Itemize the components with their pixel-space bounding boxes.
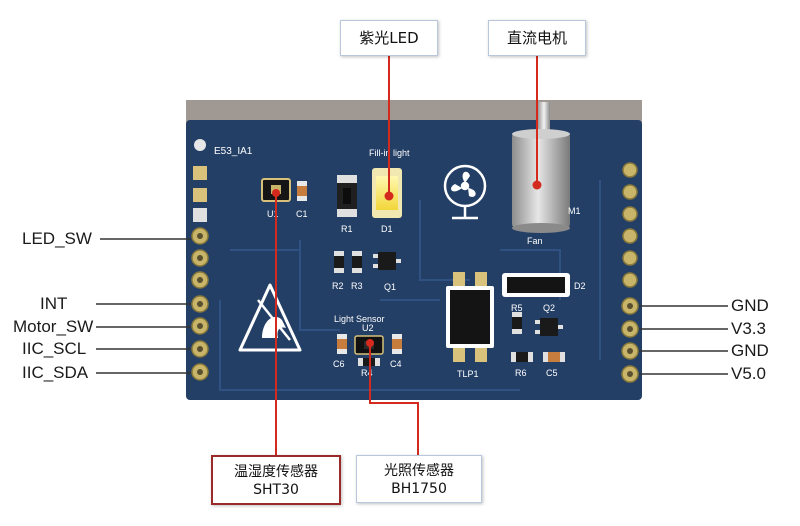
pin-label-int: INT bbox=[40, 294, 68, 313]
d2-diode bbox=[502, 273, 570, 297]
esd-warning-icon bbox=[238, 283, 302, 352]
pin-label-v5-0: V5.0 bbox=[731, 364, 766, 383]
pin-label-iic-scl: IIC_SCL bbox=[22, 339, 87, 358]
callout-light-sensor-model: BH1750 bbox=[391, 481, 447, 497]
callout-uv-led-text: 紫光LED bbox=[359, 29, 419, 47]
pin-label-led-sw: LED_SW bbox=[22, 229, 92, 248]
callout-dc-motor: 直流电机 bbox=[488, 20, 586, 56]
ref-r5: R5 bbox=[511, 303, 523, 313]
pcb-board bbox=[186, 120, 642, 400]
fan-label: Fan bbox=[527, 236, 543, 246]
r5-q2-group bbox=[512, 312, 563, 336]
ref-q2: Q2 bbox=[543, 303, 555, 313]
callout-light-sensor: 光照传感器 BH1750 bbox=[356, 455, 482, 503]
callout-leader-lines bbox=[275, 56, 538, 455]
pin-label-gnd-1: GND bbox=[731, 296, 769, 315]
ref-c4: C4 bbox=[390, 359, 402, 369]
ref-r2: R2 bbox=[332, 281, 344, 291]
tlp1-relay bbox=[446, 272, 494, 362]
pin-label-motor-sw: Motor_SW bbox=[13, 317, 94, 336]
ref-u2: U2 bbox=[362, 323, 374, 333]
m1-label: M1 bbox=[568, 206, 581, 216]
callout-temp-humidity-sensor: 温湿度传感器 SHT30 bbox=[211, 455, 341, 505]
board-name: E53_IA1 bbox=[214, 146, 253, 157]
callout-temp-humidity-model: SHT30 bbox=[253, 482, 299, 498]
ref-d1: D1 bbox=[381, 224, 393, 234]
ref-r1: R1 bbox=[341, 224, 353, 234]
ref-tlp1: TLP1 bbox=[457, 369, 479, 379]
ref-r4: R4 bbox=[361, 368, 373, 378]
r2-r3-q1-group bbox=[334, 251, 401, 273]
fan-icon bbox=[443, 164, 487, 220]
callout-light-sensor-title: 光照传感器 bbox=[384, 463, 454, 479]
light-sensor-label: Light Sensor bbox=[334, 314, 385, 324]
callout-dc-motor-text: 直流电机 bbox=[506, 29, 567, 47]
ref-r6: R6 bbox=[515, 368, 527, 378]
ref-q1: Q1 bbox=[384, 282, 396, 292]
ref-c1: C1 bbox=[296, 209, 308, 219]
left-leader-lines bbox=[96, 238, 191, 374]
left-header-pins bbox=[191, 139, 209, 381]
ref-r3: R3 bbox=[351, 281, 363, 291]
callout-temp-humidity-title: 温湿度传感器 bbox=[234, 464, 318, 480]
pin-label-gnd-2: GND bbox=[731, 341, 769, 360]
component-refs: U1 C1 R1 D1 R2 R3 Q1 U2 C6 R4 C4 TLP1 R5… bbox=[267, 209, 586, 379]
dc-motor bbox=[512, 102, 570, 233]
r1-resistor bbox=[337, 175, 357, 217]
ref-u1: U1 bbox=[267, 209, 279, 219]
r6-c5-group bbox=[511, 352, 565, 362]
right-leader-lines bbox=[639, 305, 728, 375]
ref-c5: C5 bbox=[546, 368, 558, 378]
pcb-traces bbox=[219, 180, 601, 391]
c1-capacitor bbox=[297, 181, 307, 201]
callout-dots bbox=[272, 180, 542, 347]
pin-label-v3-3: V3.3 bbox=[731, 319, 766, 338]
right-header-pins bbox=[621, 162, 639, 383]
ref-c6: C6 bbox=[333, 359, 345, 369]
ref-d2: D2 bbox=[574, 281, 586, 291]
pin-label-iic-sda: IIC_SDA bbox=[22, 363, 89, 382]
bh1750-chip bbox=[337, 334, 402, 366]
callout-uv-led: 紫光LED bbox=[340, 20, 438, 56]
